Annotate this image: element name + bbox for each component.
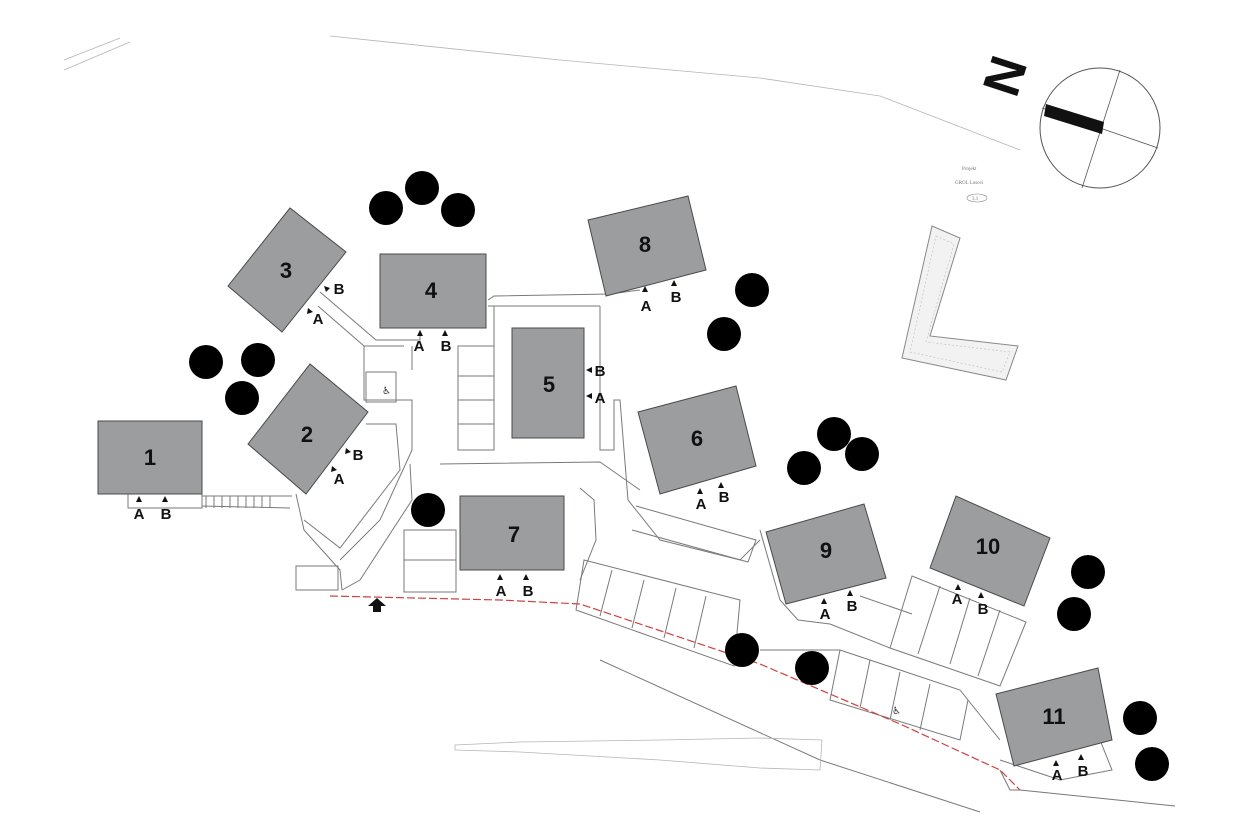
tree-icon — [817, 417, 851, 451]
entrance-a-label: A — [313, 311, 324, 328]
note-line-3: 3.1 — [972, 197, 979, 202]
entrance-markers: A B A B A B A B B A A B A B A B A B A B … — [134, 280, 1089, 784]
entrance-a-label: A — [641, 298, 652, 315]
building-2[interactable]: 2 — [247, 363, 369, 495]
building-label: 6 — [691, 426, 703, 451]
entrance-a-label: A — [1052, 767, 1063, 784]
building-label: 5 — [543, 372, 555, 397]
site-paths — [127, 289, 1113, 781]
tree-icon — [707, 317, 741, 351]
tree-icon — [787, 451, 821, 485]
tree-icon — [1071, 555, 1105, 589]
note-line-1: Projekt — [962, 167, 977, 172]
building-label: 7 — [508, 522, 520, 547]
buildings: 1 2 3 4 5 6 7 8 — [97, 195, 1113, 767]
tree-icon — [795, 651, 829, 685]
entrance-b-label: B — [719, 489, 730, 506]
building-10[interactable]: 10 — [929, 495, 1051, 607]
tree-icon — [1057, 597, 1091, 631]
building-5[interactable]: 5 — [511, 327, 585, 439]
entrance-b-label: B — [671, 289, 682, 306]
building-label: 8 — [639, 232, 651, 257]
entrance-b-label: B — [847, 598, 858, 615]
l-structure — [901, 225, 1019, 381]
wheelchair-icon: ♿ — [382, 386, 391, 397]
building-3[interactable]: 3 — [227, 207, 347, 333]
entrance-b-label: B — [441, 338, 452, 355]
entrance-a-label: A — [820, 606, 831, 623]
building-label: 3 — [280, 258, 292, 283]
entrance-b-label: B — [523, 583, 534, 600]
entrance-b-label: B — [978, 601, 989, 618]
entrance-a-label: A — [696, 496, 707, 513]
building-6[interactable]: 6 — [637, 385, 757, 495]
entrance-a-label: A — [496, 583, 507, 600]
building-label: 10 — [976, 534, 1000, 559]
entrance-a-label: A — [414, 338, 425, 355]
building-label: 4 — [425, 278, 438, 303]
tree-icon — [725, 633, 759, 667]
tree-icon — [369, 191, 403, 225]
tree-icon — [735, 273, 769, 307]
building-label: 1 — [144, 445, 156, 470]
north-compass: N — [972, 49, 1161, 189]
entrance-b-label: B — [595, 363, 606, 380]
entry-arrow-icon — [368, 598, 386, 612]
building-label: 9 — [820, 538, 832, 563]
building-7[interactable]: 7 — [459, 495, 565, 571]
plan-note: Projekt GROL Losovi 3.1 — [955, 167, 988, 203]
entrance-a-label: A — [952, 591, 963, 608]
entrance-b-label: B — [353, 447, 364, 464]
building-4[interactable]: 4 — [379, 253, 487, 329]
entrance-a-label: A — [334, 471, 345, 488]
compass-letter: N — [972, 49, 1039, 103]
tree-icon — [845, 437, 879, 471]
road-lines — [63, 35, 1021, 813]
wheelchair-icon: ♿ — [892, 706, 901, 717]
entrance-a-label: A — [595, 390, 606, 407]
tree-icon — [405, 171, 439, 205]
building-label: 11 — [1042, 704, 1065, 729]
entrance-b-label: B — [161, 506, 172, 523]
tree-icon — [241, 343, 275, 377]
tree-icon — [225, 381, 259, 415]
tree-icon — [1135, 747, 1169, 781]
building-8[interactable]: 8 — [587, 195, 707, 297]
building-9[interactable]: 9 — [765, 503, 887, 605]
tree-icon — [441, 193, 475, 227]
note-line-2: GROL Losovi — [955, 181, 984, 186]
tree-icon — [189, 345, 223, 379]
tree-icon — [411, 493, 445, 527]
entrance-b-label: B — [1078, 763, 1089, 780]
building-1[interactable]: 1 — [97, 420, 203, 495]
tree-icon — [1123, 701, 1157, 735]
building-11[interactable]: 11 — [995, 667, 1113, 767]
entrance-b-label: B — [334, 281, 345, 298]
property-boundary — [329, 595, 1021, 791]
entrance-a-label: A — [134, 506, 145, 523]
building-label: 2 — [301, 422, 313, 447]
